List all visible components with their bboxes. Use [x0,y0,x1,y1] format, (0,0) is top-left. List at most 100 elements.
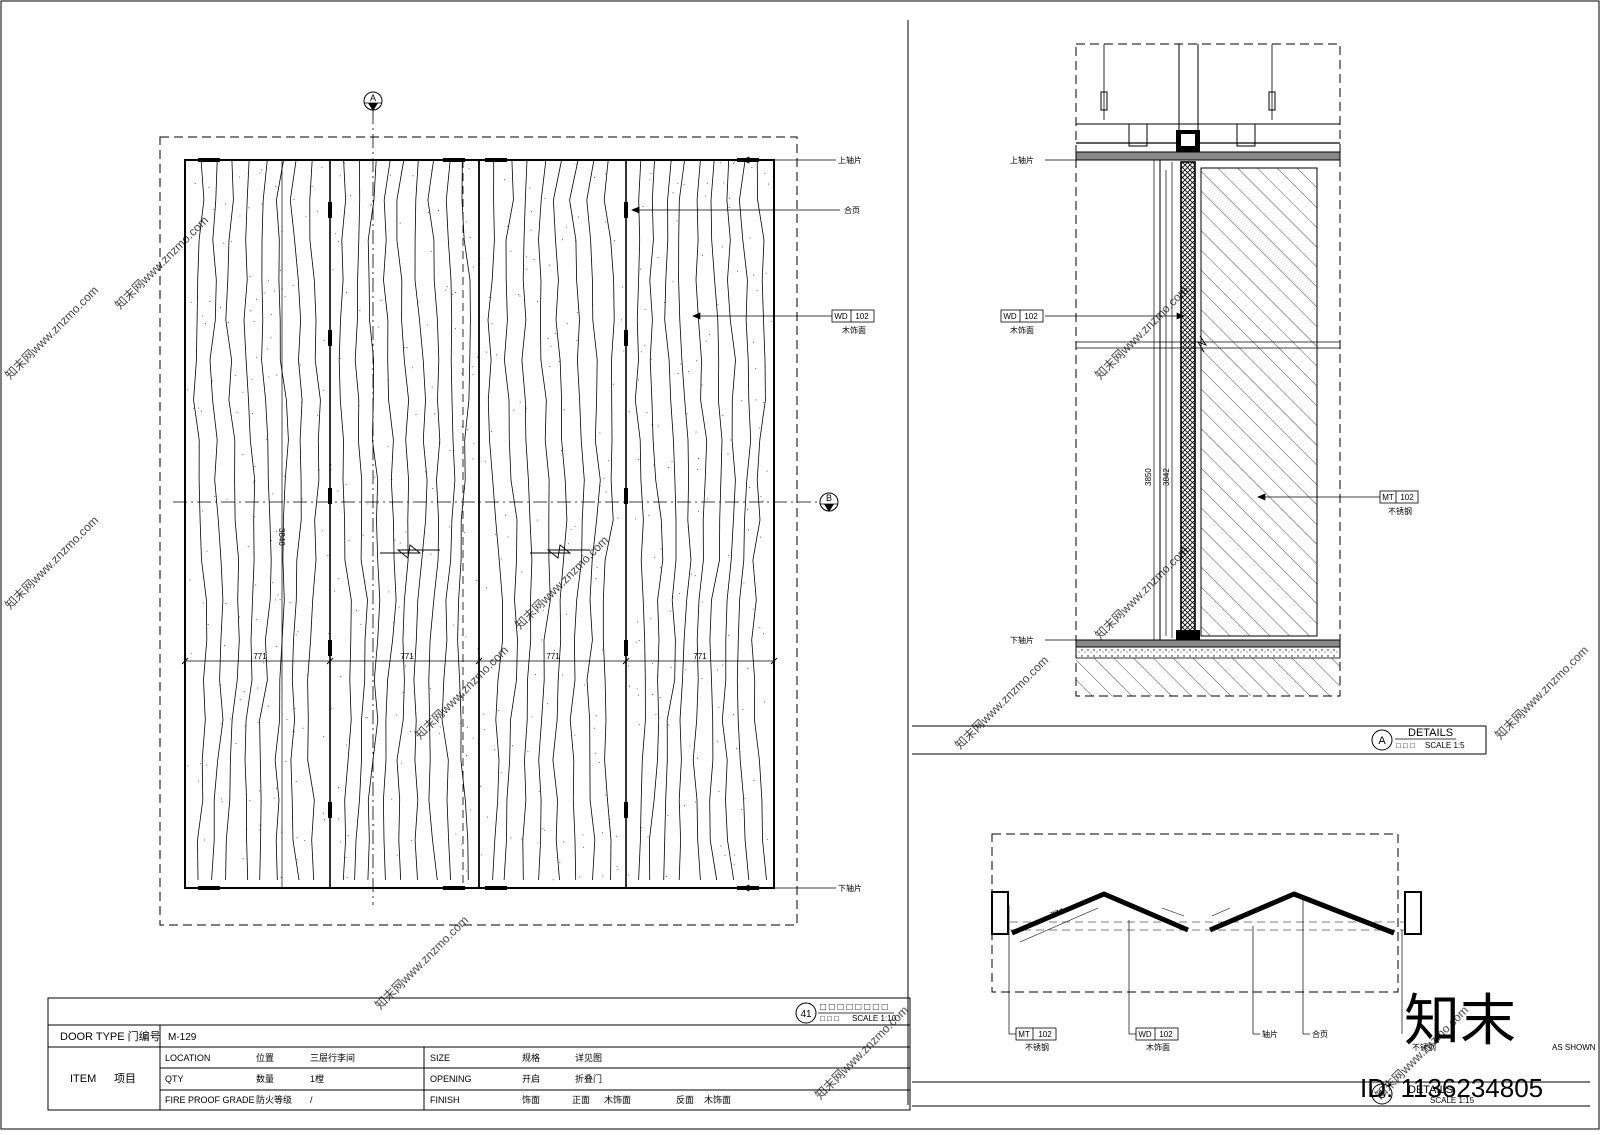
speckle-dot [677,373,679,375]
speckle-dot [294,707,296,709]
speckle-dot [753,780,755,782]
speckle-dot [276,788,278,790]
speckle-dot [211,380,213,382]
speckle-dot [650,172,652,175]
door-type-label: DOOR TYPE 门编号 [60,1029,161,1043]
detail-b-leaders [1008,900,1403,1035]
wood-grain-line [225,159,240,881]
speckle-dot [521,571,523,573]
speckle-dot [677,182,679,184]
svg-text:□ □ □ □ □ □ □ □: □ □ □ □ □ □ □ □ [820,1002,888,1013]
label-top-pivot: 上轴片 [838,155,862,165]
speckle-dot [628,411,630,413]
svg-text:木饰面: 木饰面 [604,1094,631,1105]
wood-grain-line [307,159,321,881]
speckle-dot [348,540,350,542]
speckle-dot [410,730,412,732]
speckle-dot [764,701,766,703]
speckle-dot [685,669,687,671]
speckle-dot [464,531,466,534]
speckle-dot [189,579,191,581]
panel-width-1: 771 [253,652,267,661]
speckle-dot [537,842,539,844]
speckle-dot [293,731,295,733]
speckle-dot [519,401,521,403]
speckle-dot [638,694,640,696]
detail-a-dashed-frame [1075,43,1341,697]
speckle-dot [284,296,286,298]
wood-grain-line [678,159,692,881]
svg-text:FINISH: FINISH [430,1095,460,1105]
break-symbol-right [530,544,590,559]
speckle-dot [328,632,330,635]
speckle-dot [466,870,468,872]
door-type-value: M-129 [168,1032,197,1043]
speckle-dot [467,681,469,683]
speckle-dot [720,845,722,847]
wood-grain-line [289,159,303,881]
watermark-7: 知末网www.znzmo.com [1092,283,1191,382]
wood-grain-line [457,159,471,881]
svg-text:DETAILS: DETAILS [1408,727,1453,739]
speckle-dot [659,696,661,698]
svg-text:A: A [370,93,376,103]
svg-text:不锈钢: 不锈钢 [1025,1042,1049,1052]
speckle-dot [644,308,646,311]
speckle-dot [728,207,730,209]
speckle-dot [198,780,200,782]
speckle-dot [607,460,610,462]
speckle-dot [260,169,262,171]
speckle-dot [190,652,192,654]
speckle-dot [584,684,586,686]
speckle-dot [347,834,349,837]
watermark-1: 知末网www.znzmo.com [2,283,101,382]
wood-grain-line [274,159,289,881]
speckle-dot [525,256,527,258]
speckle-dot [350,195,352,197]
speckle-dot [746,508,748,511]
speckle-dot [617,517,619,519]
speckle-dot [395,714,397,716]
speckle-dot [402,692,404,694]
speckle-dot [733,863,735,865]
svg-text:MT: MT [1382,493,1394,502]
svg-text:□ □ □: □ □ □ [820,1014,839,1023]
svg-text:41: 41 [800,1009,812,1020]
speckle-dot [242,454,244,456]
speckle-dot [390,174,392,176]
speckle-dot [239,215,241,217]
speckle-dot [657,425,659,427]
speckle-dot [752,341,754,343]
speckle-dot [604,173,606,175]
speckle-dot [531,716,533,718]
speckle-dot [285,761,287,763]
speckle-dot [534,674,536,676]
speckle-dot [578,216,580,218]
speckle-dot [418,301,420,303]
speckle-dot [717,304,719,306]
speckle-dot [324,818,326,820]
speckle-dot [301,498,303,500]
speckle-dot [561,674,564,676]
wood-grain-line [634,159,646,881]
svg-text:饰面: 饰面 [522,1094,540,1105]
detail-a-label-top-pivot: 上轴片 [1010,155,1034,165]
svg-text:三层行李间: 三层行李间 [310,1052,355,1063]
speckle-dot [206,550,208,552]
speckle-dot [732,163,734,165]
svg-text:详见图: 详见图 [575,1052,602,1063]
speckle-dot [756,290,758,292]
speckle-dot [187,765,189,767]
speckle-dot [670,666,672,668]
speckle-dot [629,685,631,687]
svg-text:1樘: 1樘 [310,1073,324,1084]
speckle-dot [317,414,319,417]
speckle-dot [705,340,707,342]
speckle-dot [465,636,467,638]
speckle-dot [733,854,735,856]
svg-text:防火等级: 防火等级 [256,1094,292,1105]
stainless-panel-hatched [1200,167,1318,637]
speckle-dot [683,805,686,807]
speckle-dot [330,707,332,709]
speckle-dot [270,313,273,316]
